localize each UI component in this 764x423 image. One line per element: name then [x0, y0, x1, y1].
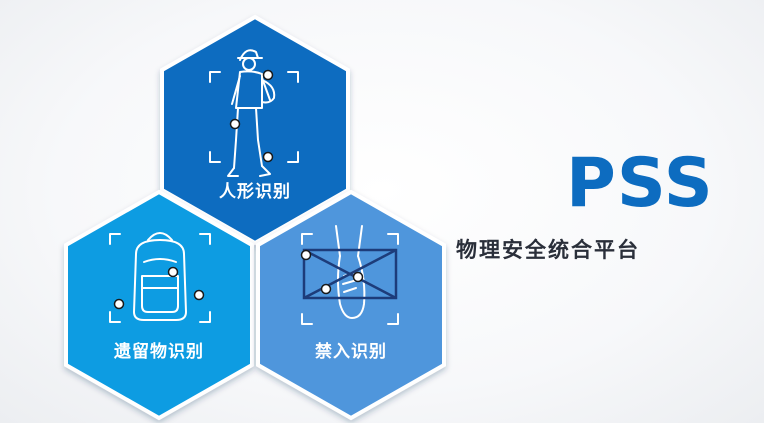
feature-label-abandoned-object: 遗留物识别: [113, 341, 204, 362]
hexagon-abandoned-object: [64, 189, 254, 421]
detection-points: [229, 69, 274, 163]
hexagon-person: [160, 14, 350, 246]
brand-subtitle: 物理安全统合平台: [456, 238, 640, 262]
person-walking-icon: [209, 49, 299, 177]
detection-points: [300, 249, 364, 295]
brand-title: PSS: [566, 144, 714, 223]
feature-label-restricted-entry: 禁入识别: [315, 341, 387, 362]
feature-label-person: 人形识别: [219, 181, 291, 202]
feature-abandoned-object-recognition: 遗留物识别: [64, 189, 254, 421]
restricted-zone-box: [302, 248, 398, 300]
hexagon-restricted-entry: [256, 189, 446, 421]
feature-person-recognition: 人形识别: [160, 14, 350, 246]
feature-restricted-entry-recognition: 禁入识别: [256, 189, 446, 421]
backpack-icon: [109, 232, 211, 323]
detection-points: [113, 266, 205, 310]
